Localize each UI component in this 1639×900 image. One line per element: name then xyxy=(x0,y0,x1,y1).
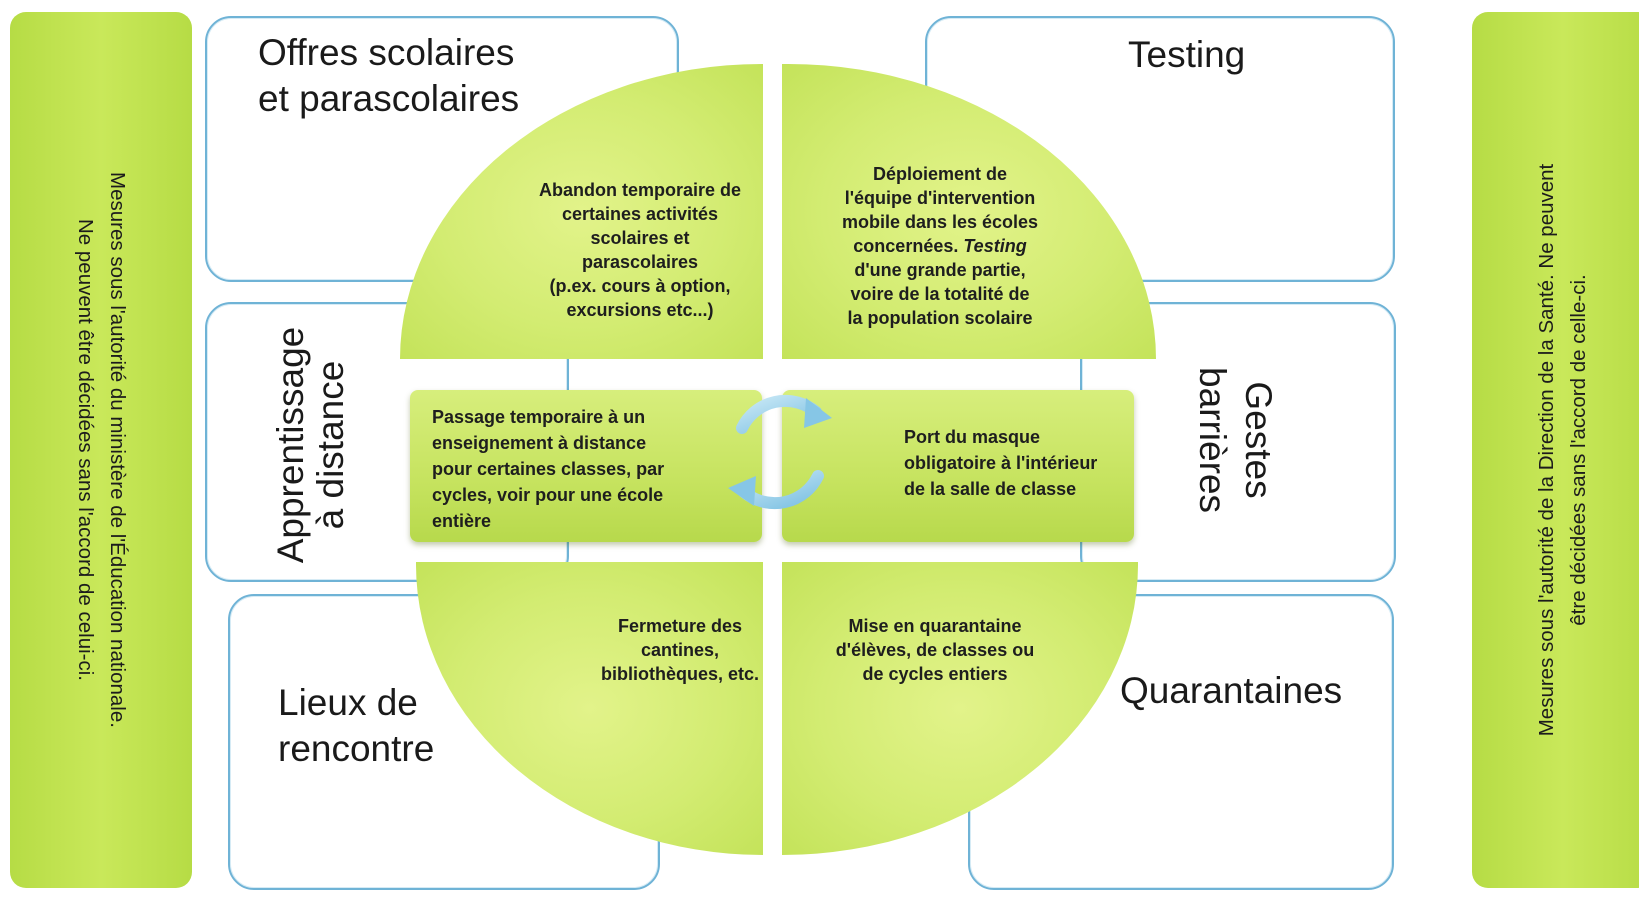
measure-testing-line7: la population scolaire xyxy=(847,308,1033,328)
measure-offres-line3: scolaires et xyxy=(590,228,690,248)
measure-quarantaines-line2: d'élèves, de classes ou xyxy=(835,640,1035,660)
measure-testing-line4-b: Testing xyxy=(963,236,1027,256)
measure-gestes-line2: obligatoire à l'intérieur xyxy=(904,453,1098,473)
label-gestes-barrieres: Gestes barrières xyxy=(1189,320,1281,560)
cycle-arrow-bottom-head xyxy=(728,476,756,506)
measure-apprentissage-line2: enseignement à distance xyxy=(432,433,647,453)
measure-text-lieux: Fermeture des cantines, bibliothèques, e… xyxy=(560,614,800,686)
measure-lieux-line2: cantines, xyxy=(640,640,720,660)
left-authority-bar: Mesures sous l'autorité du ministère de … xyxy=(10,12,192,888)
measure-testing-line2: l'équipe d'intervention xyxy=(844,188,1036,208)
measure-apprentissage-line4: cycles, voir pour une école xyxy=(432,485,664,505)
label-testing: Testing xyxy=(1128,34,1246,75)
label-lieux-line2: rencontre xyxy=(278,728,435,769)
measure-apprentissage-line5: entière xyxy=(432,511,492,531)
right-authority-line2: être décidées sans l'accord de celle-ci. xyxy=(1567,274,1590,626)
cycle-arrow-top-head xyxy=(804,398,832,428)
measure-offres-line2: certaines activités xyxy=(561,204,719,224)
label-offres-line1: Offres scolaires xyxy=(258,32,515,73)
label-lieux-line1: Lieux de xyxy=(278,682,418,723)
middle-left-panel xyxy=(410,390,762,542)
measure-text-quarantaines: Mise en quarantaine d'élèves, de classes… xyxy=(790,614,1080,686)
measure-text-offres: Abandon temporaire de certaines activité… xyxy=(490,178,790,322)
left-authority-line2: Ne peuvent être décidées sans l'accord d… xyxy=(74,218,97,681)
left-authority-text: Mesures sous l'autorité du ministère de … xyxy=(69,30,133,870)
left-authority-line1: Mesures sous l'autorité du ministère de … xyxy=(106,172,129,728)
measure-offres-line4: parascolaires xyxy=(581,252,699,272)
label-offres-scolaires: Offres scolaires et parascolaires xyxy=(258,30,519,122)
measure-gestes-line3: de la salle de classe xyxy=(904,479,1077,499)
label-gestes-line2: barrières xyxy=(1192,367,1233,513)
label-offres-line2: et parascolaires xyxy=(258,78,520,119)
right-authority-bar: Mesures sous l'autorité de la Direction … xyxy=(1472,12,1639,888)
measure-text-apprentissage: Passage temporaire à un enseignement à d… xyxy=(432,404,762,534)
label-quarantaines: Quarantaines xyxy=(1120,670,1343,711)
label-apprentissage: Apprentissage à distance xyxy=(270,295,351,595)
measure-testing-line4-a: concernées. xyxy=(853,236,964,256)
measure-text-gestes: Port du masque obligatoire à l'intérieur… xyxy=(904,424,1134,502)
measure-testing-line1: Déploiement de xyxy=(872,164,1008,184)
label-gestes-line1: Gestes xyxy=(1238,381,1279,499)
measure-lieux-line3: bibliothèques, etc. xyxy=(600,664,760,684)
measure-text-testing: Déploiement de l'équipe d'intervention m… xyxy=(790,162,1090,330)
measure-testing-line5: d'une grande partie, xyxy=(854,260,1026,280)
middle-right-panel xyxy=(782,390,1134,542)
measure-testing-line6: voire de la totalité de xyxy=(850,284,1030,304)
measure-offres-line1: Abandon temporaire de xyxy=(538,180,742,200)
measure-apprentissage-line1: Passage temporaire à un xyxy=(432,407,646,427)
label-apprentissage-line1: Apprentissage xyxy=(270,326,311,564)
measure-testing-line3: mobile dans les écoles xyxy=(841,212,1039,232)
measure-apprentissage-line3: pour certaines classes, par xyxy=(432,459,665,479)
right-authority-line1: Mesures sous l'autorité de la Direction … xyxy=(1535,163,1558,737)
measure-lieux-line1: Fermeture des xyxy=(617,616,743,636)
cycle-arrows-icon xyxy=(728,394,832,510)
measure-quarantaines-line1: Mise en quarantaine xyxy=(848,616,1022,636)
measure-offres-line5: (p.ex. cours à option, xyxy=(549,276,731,296)
measure-offres-line6: excursions etc...) xyxy=(566,300,714,320)
label-apprentissage-line2: à distance xyxy=(310,360,351,530)
right-authority-text: Mesures sous l'autorité de la Direction … xyxy=(1531,30,1595,870)
label-lieux-de-rencontre: Lieux de rencontre xyxy=(278,680,434,772)
measure-gestes-line1: Port du masque xyxy=(904,427,1041,447)
measure-testing-line4: concernées. Testing xyxy=(790,234,1090,258)
measure-quarantaines-line3: de cycles entiers xyxy=(862,664,1008,684)
